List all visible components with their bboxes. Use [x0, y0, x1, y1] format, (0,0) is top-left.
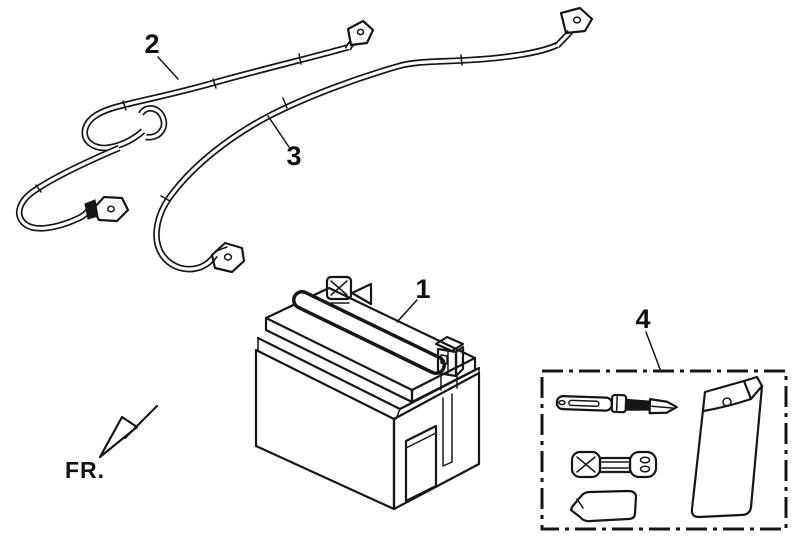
- screwdriver-icon: [555, 393, 678, 415]
- tool-pouch-icon: [690, 375, 764, 519]
- part-label-3: 3: [286, 141, 301, 171]
- cable-2-illustration: [15, 19, 375, 232]
- cable-2-connector: [84, 195, 130, 223]
- tool-handle-icon: [569, 489, 638, 523]
- cable-3-connector: [210, 241, 246, 274]
- cable-2-terminal-lug: [346, 19, 375, 47]
- tool-kit-dashed-box: [540, 369, 788, 531]
- part-label-1: 1: [415, 274, 430, 304]
- battery-terminal-right: [434, 335, 465, 391]
- front-arrow-icon: [98, 415, 139, 459]
- battery-label-panel: [404, 424, 438, 503]
- cable-3-terminal-lug: [559, 6, 594, 35]
- front-marker-label: FR.: [65, 457, 105, 483]
- tool-kit-illustration: [540, 369, 788, 531]
- part-label-4: 4: [635, 304, 650, 334]
- callouts: 1 2 3 4: [144, 29, 661, 370]
- front-direction-marker: FR.: [65, 404, 159, 483]
- battery-illustration: [254, 275, 481, 511]
- cable-3-illustration: [153, 6, 594, 274]
- wrench-icon: [570, 450, 658, 479]
- battery-terminal-left: [325, 275, 373, 306]
- part-label-2: 2: [144, 29, 159, 59]
